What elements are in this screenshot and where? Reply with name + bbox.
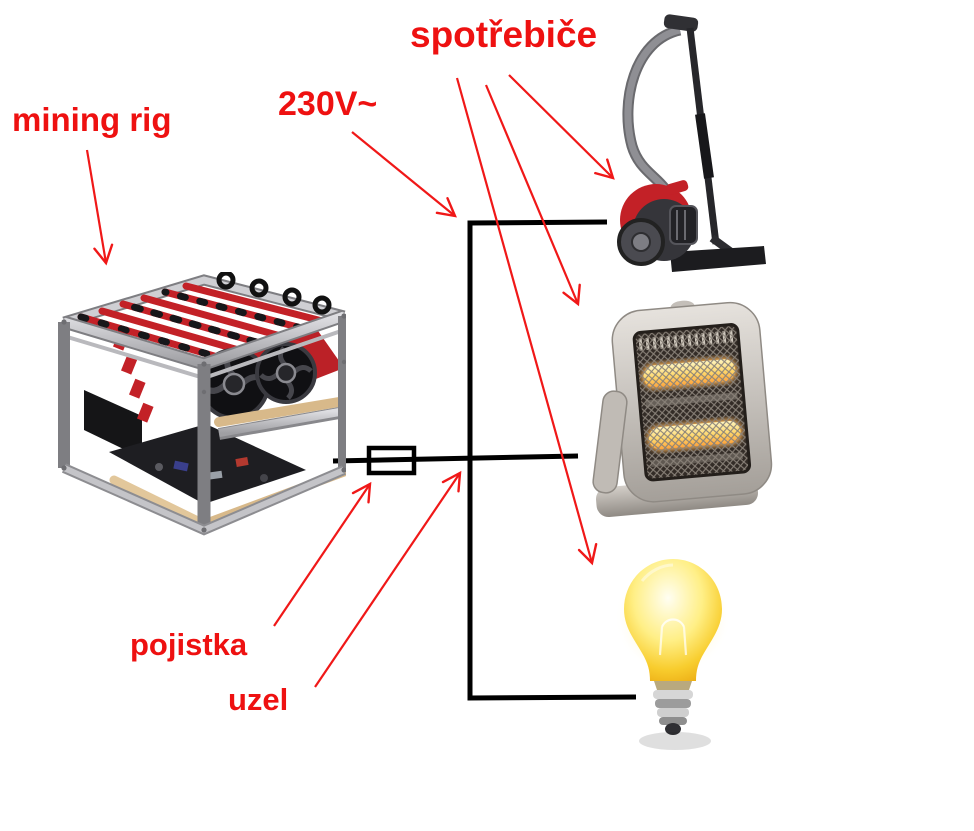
rig-fan-right	[255, 342, 317, 404]
arrow-mining-rig	[85, 149, 114, 266]
rig-front-frame	[58, 309, 346, 536]
vacuum-wand	[663, 14, 737, 258]
mining-rig-image	[58, 272, 346, 536]
main-wire	[332, 453, 579, 464]
label-appliances: spotřebiče	[410, 14, 598, 55]
rig-psu	[84, 390, 142, 458]
arrow-voltage	[351, 131, 457, 218]
vacuum-floor-brush	[670, 246, 766, 272]
vacuum-hose	[622, 24, 682, 206]
label-fuse: pojistka	[130, 627, 248, 662]
vacuum-body	[617, 180, 698, 266]
rig-gpu-cards	[77, 282, 330, 362]
light-bulb-image	[615, 559, 731, 750]
bulb-filament	[640, 563, 688, 656]
arrow-appliance-vacuum	[508, 74, 615, 180]
fuse-symbol	[366, 445, 417, 476]
heater-stand-left	[592, 390, 628, 494]
label-mining-rig: mining rig	[12, 101, 172, 138]
space-heater-image	[592, 300, 773, 518]
bulb-screw-base	[653, 681, 693, 735]
label-node: uzel	[228, 682, 289, 717]
vacuum-cleaner-image	[617, 14, 766, 272]
label-voltage: 230V~	[278, 85, 378, 123]
arrow-appliance-heater	[484, 84, 581, 307]
bulb-shadow	[639, 732, 711, 750]
heater-body	[611, 300, 773, 503]
arrow-appliance-bulb	[455, 77, 598, 566]
rig-cable-loops	[216, 272, 332, 315]
